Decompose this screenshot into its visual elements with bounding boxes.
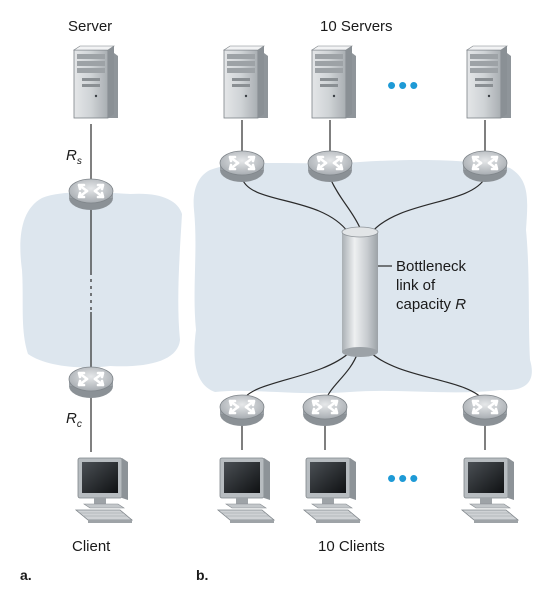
client-computer-icon <box>303 457 361 524</box>
panel-b-label: b. <box>196 567 209 583</box>
links-to-bottleneck-top <box>241 177 486 233</box>
client-computer-icon <box>75 457 133 524</box>
bottleneck-line-2: link of <box>396 277 436 294</box>
router-icon <box>301 393 349 428</box>
router-icon <box>218 393 266 428</box>
server-icon <box>311 45 357 119</box>
client-computer-icon <box>461 457 519 524</box>
client-label: Client <box>72 538 111 555</box>
servers-ellipsis: ••• <box>387 70 421 100</box>
server-label: Server <box>68 18 113 35</box>
servers-label: 10 Servers <box>320 18 393 35</box>
client-computer-icon <box>217 457 275 524</box>
router-icon <box>67 177 115 212</box>
rate-rs-label: Rs <box>66 147 82 167</box>
network-cloud-a <box>20 192 183 368</box>
router-icon <box>67 365 115 400</box>
router-icon <box>461 149 509 184</box>
clients-label: 10 Clients <box>318 538 385 555</box>
server-icon <box>73 45 119 119</box>
panel-a-label: a. <box>20 567 32 583</box>
clients-ellipsis: ••• <box>387 463 421 493</box>
bottleneck-line-1: Bottleneck <box>396 258 467 275</box>
router-icon <box>306 149 354 184</box>
bottleneck-link-cylinder <box>341 226 379 357</box>
server-icon <box>223 45 269 119</box>
router-icon <box>218 149 266 184</box>
bottleneck-line-3: capacity R <box>396 296 467 313</box>
rate-rc-label: Rc <box>66 410 82 430</box>
bottleneck-annotation: Bottleneck link of capacity R <box>396 257 466 314</box>
router-icon <box>461 393 509 428</box>
server-icon <box>466 45 512 119</box>
